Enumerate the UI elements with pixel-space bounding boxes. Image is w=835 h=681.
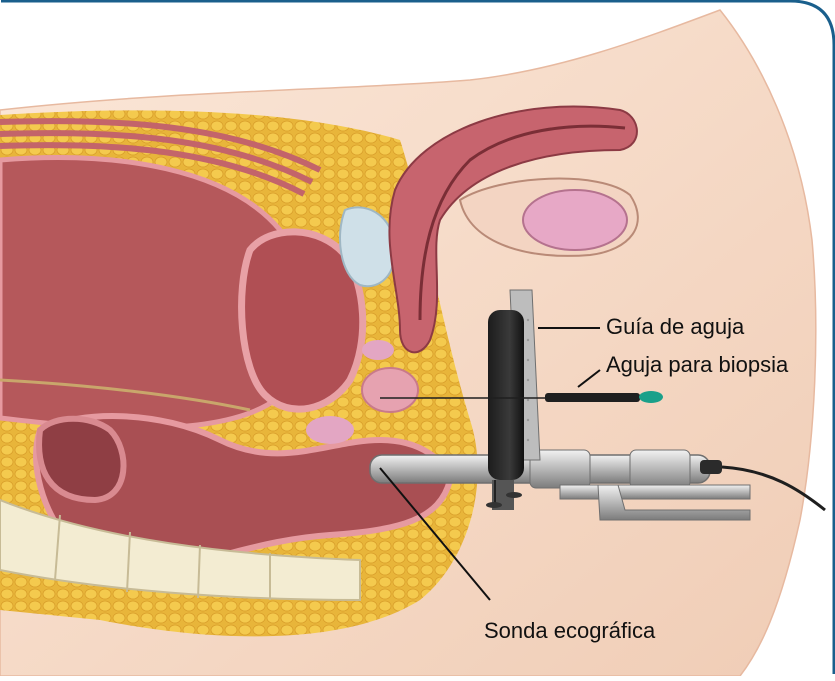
needle-guide bbox=[488, 290, 540, 480]
label-biopsy-needle: Aguja para biopsia bbox=[606, 352, 788, 378]
label-needle-guide: Guía de aguja bbox=[606, 314, 744, 340]
label-ultrasound-probe: Sonda ecográfica bbox=[484, 618, 655, 644]
colon-loop bbox=[39, 419, 123, 500]
